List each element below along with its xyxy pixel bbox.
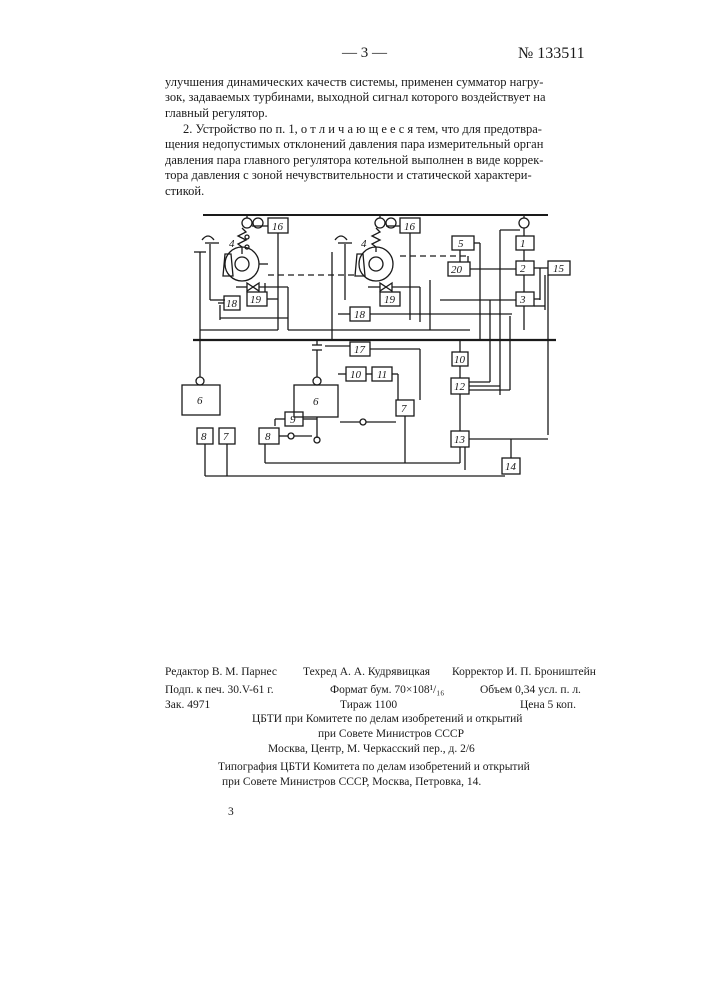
block-label: 17 [354,344,366,356]
imprint-corrector: Корректор И. П. Броништейн [452,666,596,678]
block-label: 8 [201,431,207,443]
imprint-org-line-2: при Совете Министров СССР [318,728,464,740]
block-label: 18 [226,298,238,310]
imprint-editor: Редактор В. М. Парнес [165,666,277,678]
block-label: 12 [454,381,466,393]
block-label: 7 [223,431,229,443]
block-label: 19 [384,294,396,306]
imprint-techred: Техред А. А. Кудрявицкая [303,666,430,678]
block-label: 16 [272,221,284,233]
block-label: 4 [361,238,367,250]
imprint-signed: Подп. к печ. 30.V-61 г. [165,684,274,696]
block-label: 13 [454,434,466,446]
imprint-typo-line-1: Типография ЦБТИ Комитета по делам изобре… [218,761,530,773]
block-label: 9 [290,414,296,426]
block-label: 10 [454,354,466,366]
block-label: 19 [250,294,262,306]
block-label: 10 [350,369,362,381]
imprint-org-line-1: ЦБТИ при Комитете по делам изобретений и… [252,713,522,725]
imprint-org-line-3: Москва, Центр, М. Черкасский пер., д. 2/… [268,743,475,755]
imprint-order: Зак. 4971 [165,699,210,711]
page-number: 3 [228,806,234,818]
block-label: 20 [451,264,463,276]
block-label: 16 [404,221,416,233]
block-label: 7 [401,403,407,415]
block-label: 8 [265,431,271,443]
block-label: 6 [197,395,203,407]
imprint-typo-line-2: при Совете Министров СССР, Москва, Петро… [222,776,481,788]
block-label: 15 [553,263,565,275]
imprint-price: Цена 5 коп. [520,699,576,711]
imprint-format: Формат бум. 70×108¹/₁₆ [330,684,444,696]
block-label: 11 [377,369,387,381]
block-label: 14 [505,461,517,473]
block-label: 1 [520,238,526,250]
imprint-volume: Объем 0,34 усл. п. л. [480,684,581,696]
block-label: 5 [458,238,464,250]
block-label: 3 [519,294,526,306]
imprint-print-run: Тираж 1100 [340,699,397,711]
block-label: 18 [354,309,366,321]
block-label: 2 [520,263,526,275]
block-label: 6 [313,396,319,408]
block-label: 4 [229,238,235,250]
